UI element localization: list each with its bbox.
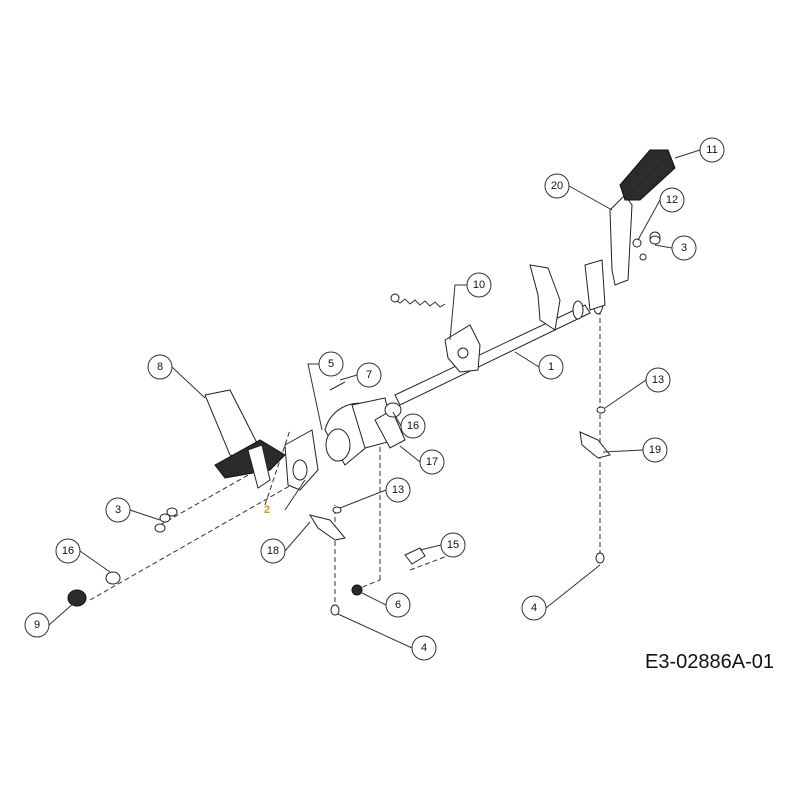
leader-lines — [48, 149, 701, 649]
right-pedal — [609, 149, 676, 286]
svg-text:18: 18 — [267, 545, 279, 557]
callout-4-bottom: 4 — [411, 635, 437, 661]
callout-group: 1 2 3 3 4 4 5 6 7 8 9 10 11 12 13 13 15 … — [24, 137, 725, 661]
hardware — [67, 235, 661, 616]
svg-text:15: 15 — [447, 539, 459, 551]
callout-19: 19 — [642, 437, 668, 463]
svg-text:11: 11 — [706, 144, 717, 156]
callout-8: 8 — [147, 354, 173, 380]
spring-part — [390, 293, 446, 308]
assembly-lines — [89, 305, 601, 610]
svg-text:17: 17 — [426, 456, 438, 468]
svg-text:5: 5 — [328, 358, 334, 370]
svg-text:12: 12 — [666, 194, 678, 206]
svg-text:3: 3 — [681, 242, 687, 254]
svg-text:16: 16 — [407, 420, 419, 432]
gear-sector — [324, 397, 406, 466]
callout-13-center: 13 — [385, 477, 411, 503]
svg-text:2: 2 — [264, 504, 270, 516]
svg-text:13: 13 — [392, 484, 404, 496]
callout-3-right: 3 — [671, 235, 697, 261]
callout-18: 18 — [260, 538, 286, 564]
svg-text:4: 4 — [421, 642, 427, 654]
callout-2: 2 — [264, 504, 270, 516]
callout-3-left: 3 — [105, 497, 131, 523]
bracket-plate — [444, 324, 481, 373]
bushing-plate — [284, 429, 319, 491]
svg-text:13: 13 — [652, 374, 664, 386]
left-pedal — [204, 389, 286, 489]
callout-17: 17 — [419, 449, 445, 475]
callout-11: 11 — [699, 137, 725, 163]
callout-4-right: 4 — [521, 595, 547, 621]
svg-text:16: 16 — [62, 545, 74, 557]
svg-text:8: 8 — [157, 361, 163, 373]
svg-text:10: 10 — [473, 279, 485, 291]
main-shaft — [394, 259, 606, 406]
svg-text:6: 6 — [395, 599, 401, 611]
callout-6: 6 — [385, 592, 411, 618]
callout-9: 9 — [24, 612, 50, 638]
svg-text:7: 7 — [366, 369, 372, 381]
svg-text:20: 20 — [551, 180, 563, 192]
svg-text:1: 1 — [548, 361, 554, 373]
callout-20: 20 — [544, 173, 570, 199]
callout-16-left: 16 — [55, 538, 81, 564]
svg-text:4: 4 — [531, 602, 537, 614]
callout-5: 5 — [318, 351, 344, 377]
callout-12: 12 — [659, 187, 685, 213]
callout-10: 10 — [466, 272, 492, 298]
svg-text:19: 19 — [649, 444, 661, 456]
callout-15: 15 — [440, 532, 466, 558]
callout-13-right: 13 — [645, 367, 671, 393]
svg-text:9: 9 — [34, 619, 40, 631]
drawing-id: E3-02886A-01 — [645, 651, 774, 673]
callout-1: 1 — [538, 354, 564, 380]
callout-7: 7 — [356, 362, 382, 388]
svg-text:3: 3 — [115, 504, 121, 516]
callout-16-right: 16 — [400, 413, 426, 439]
